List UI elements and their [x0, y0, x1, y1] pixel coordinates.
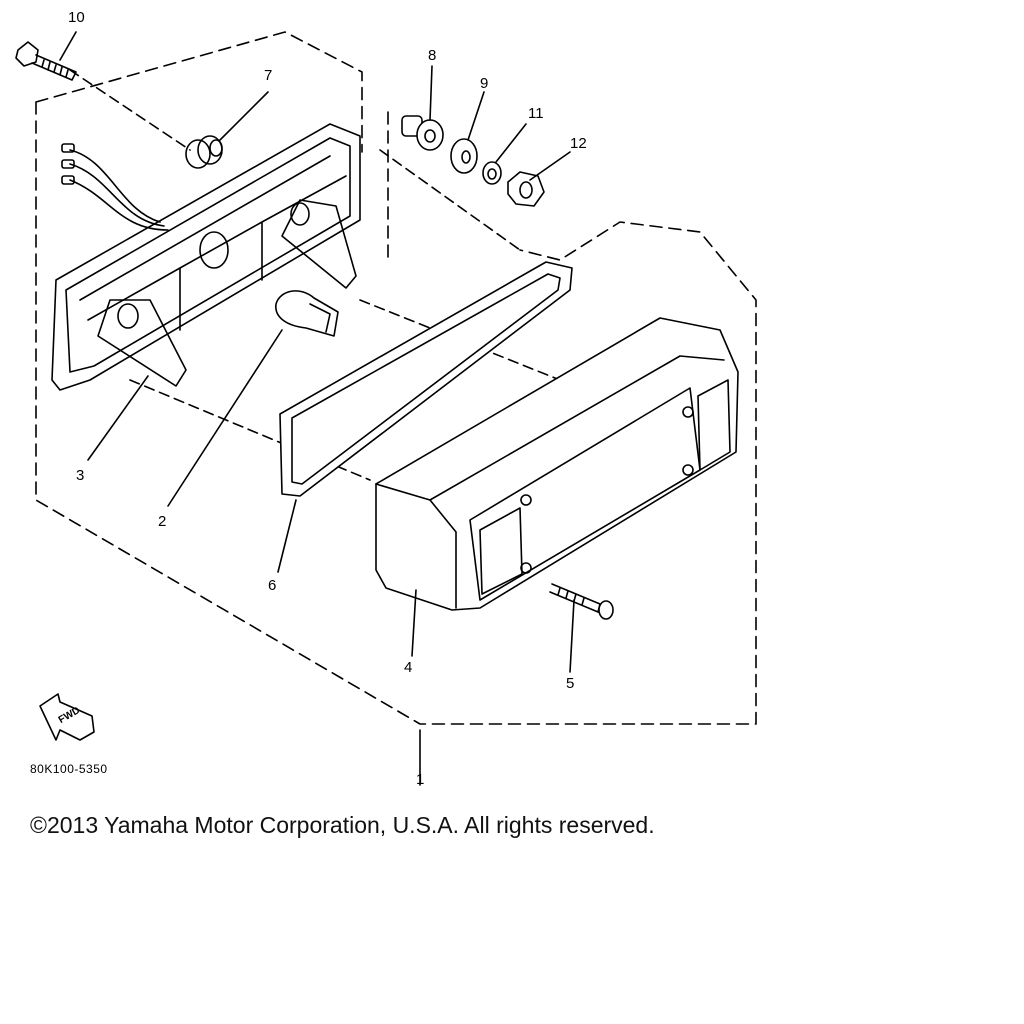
grommet-7 [185, 135, 223, 169]
callout-12: 12 [570, 135, 587, 152]
callout-4: 4 [404, 659, 413, 676]
washer-9 [450, 138, 478, 174]
lock-washer-11 [482, 161, 502, 185]
fwd-arrow [39, 693, 95, 741]
diagram-code: 80K100-5350 [30, 762, 108, 776]
callout-3: 3 [76, 467, 85, 484]
bolt-10 [15, 41, 77, 81]
callout-8: 8 [428, 47, 437, 64]
housing-3 [51, 123, 361, 391]
callout-5: 5 [566, 675, 575, 692]
copyright-notice: ©2013 Yamaha Motor Corporation, U.S.A. A… [30, 812, 655, 838]
callout-6: 6 [268, 577, 277, 594]
callout-1: 1 [416, 771, 425, 788]
screw-5 [549, 583, 614, 620]
assembly-outline [35, 31, 757, 725]
callout-7: 7 [264, 67, 273, 84]
tail-light-exploded-diagram [15, 31, 757, 786]
callout-11: 11 [528, 105, 544, 122]
gasket-6 [279, 261, 573, 497]
lens-4 [375, 317, 739, 611]
collar-8 [401, 115, 444, 151]
callout-2: 2 [158, 513, 167, 530]
bulb-2 [275, 290, 339, 337]
wiring-harness [61, 143, 169, 231]
callout-10: 10 [68, 9, 85, 26]
nut-12 [507, 171, 545, 207]
callout-9: 9 [480, 75, 489, 92]
